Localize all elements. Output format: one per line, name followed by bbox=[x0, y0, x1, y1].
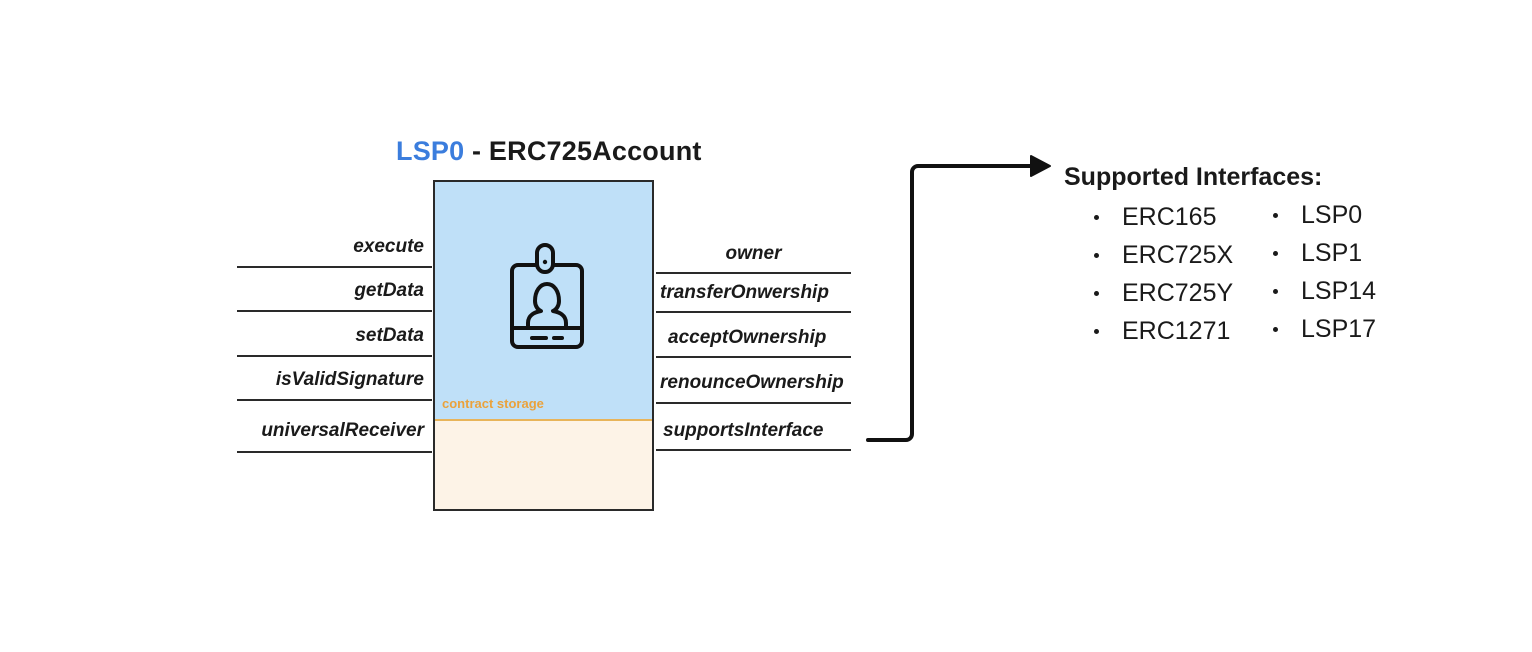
bullet-icon bbox=[1094, 253, 1099, 258]
bullet-icon bbox=[1094, 291, 1099, 296]
interfaces-title: Supported Interfaces: bbox=[1064, 163, 1323, 191]
function-execute: execute bbox=[237, 236, 432, 268]
list-item: ERC1271 bbox=[1094, 314, 1233, 352]
interface-label: LSP14 bbox=[1301, 277, 1377, 305]
title-accent: LSP0 bbox=[396, 136, 465, 166]
function-renounceownership: renounceOwnership bbox=[656, 372, 851, 404]
title-rest: - ERC725Account bbox=[464, 136, 702, 166]
list-item: ERC165 bbox=[1094, 200, 1233, 238]
bullet-icon bbox=[1273, 289, 1278, 294]
function-owner: owner bbox=[656, 243, 851, 274]
bullet-icon bbox=[1094, 329, 1099, 334]
contract-body: contract storage bbox=[435, 182, 652, 419]
connector-arrow bbox=[866, 155, 1051, 442]
function-transferonwership: transferOnwership bbox=[656, 282, 851, 313]
list-item: LSP0 bbox=[1273, 198, 1376, 236]
list-item: LSP1 bbox=[1273, 236, 1376, 274]
function-isvalidsignature: isValidSignature bbox=[237, 369, 432, 401]
diagram-title: LSP0 - ERC725Account bbox=[396, 136, 702, 167]
bullet-icon bbox=[1273, 251, 1278, 256]
contract-box: contract storage bbox=[433, 180, 654, 511]
storage-label: contract storage bbox=[442, 396, 544, 411]
interfaces-list-erc: ERC165 ERC725X ERC725Y ERC1271 bbox=[1094, 200, 1233, 352]
id-badge-icon bbox=[510, 243, 584, 349]
interface-label: ERC725Y bbox=[1122, 279, 1234, 307]
contract-storage-area bbox=[435, 419, 652, 509]
bullet-icon bbox=[1273, 327, 1278, 332]
interface-label: ERC725X bbox=[1122, 241, 1234, 269]
function-universalreceiver: universalReceiver bbox=[237, 420, 432, 453]
interface-label: LSP1 bbox=[1301, 239, 1363, 267]
interface-label: LSP17 bbox=[1301, 315, 1377, 343]
function-acceptownership: acceptOwnership bbox=[656, 327, 851, 358]
function-supportsinterface: supportsInterface bbox=[656, 420, 851, 451]
bullet-icon bbox=[1273, 213, 1278, 218]
list-item: ERC725Y bbox=[1094, 276, 1233, 314]
interface-label: ERC1271 bbox=[1122, 317, 1231, 345]
interface-label: LSP0 bbox=[1301, 201, 1363, 229]
bullet-icon bbox=[1094, 215, 1099, 220]
function-setdata: setData bbox=[237, 325, 432, 357]
list-item: LSP17 bbox=[1273, 312, 1376, 350]
function-getdata: getData bbox=[237, 280, 432, 312]
interface-label: ERC165 bbox=[1122, 203, 1217, 231]
list-item: ERC725X bbox=[1094, 238, 1233, 276]
interfaces-list-lsp: LSP0 LSP1 LSP14 LSP17 bbox=[1273, 198, 1376, 350]
list-item: LSP14 bbox=[1273, 274, 1376, 312]
